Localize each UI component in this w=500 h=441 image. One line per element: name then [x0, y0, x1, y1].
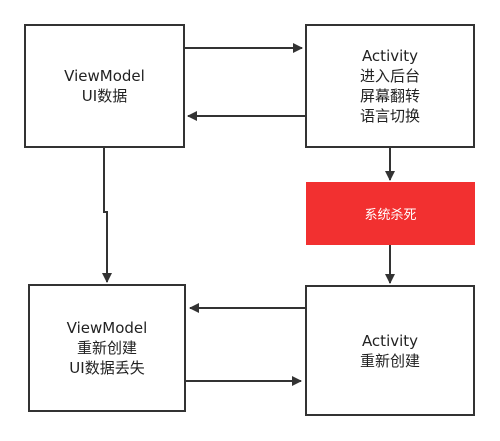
system-kill-label: 系统杀死: [364, 208, 417, 223]
activity-top-line-3: 语言切换: [359, 107, 420, 125]
system-kill-box: 系统杀死: [306, 182, 475, 245]
viewmodel-top-title: ViewModel: [64, 67, 145, 85]
arrow-viewmodel-top-to-viewmodel-bottom: [102, 148, 112, 283]
viewmodel-bottom-title: ViewModel: [66, 319, 148, 337]
viewmodel-bottom-line-2: UI数据丢失: [69, 359, 145, 377]
viewmodel-bottom-line-1: 重新创建: [76, 339, 137, 357]
activity-top-line-1: 进入后台: [359, 67, 420, 85]
activity-top-line-2: 屏幕翻转: [359, 87, 420, 105]
viewmodel-bottom-box: ViewModel 重新创建 UI数据丢失: [28, 284, 186, 412]
viewmodel-top-subtitle: UI数据: [81, 87, 128, 105]
activity-bottom-box: Activity 重新创建: [305, 285, 475, 416]
activity-top-title: Activity: [361, 47, 419, 65]
activity-bottom-subtitle: 重新创建: [359, 351, 420, 370]
viewmodel-top-box: ViewModel UI数据: [24, 24, 185, 148]
activity-top-box: Activity 进入后台 屏幕翻转 语言切换: [305, 24, 475, 148]
activity-bottom-title: Activity: [361, 331, 419, 350]
